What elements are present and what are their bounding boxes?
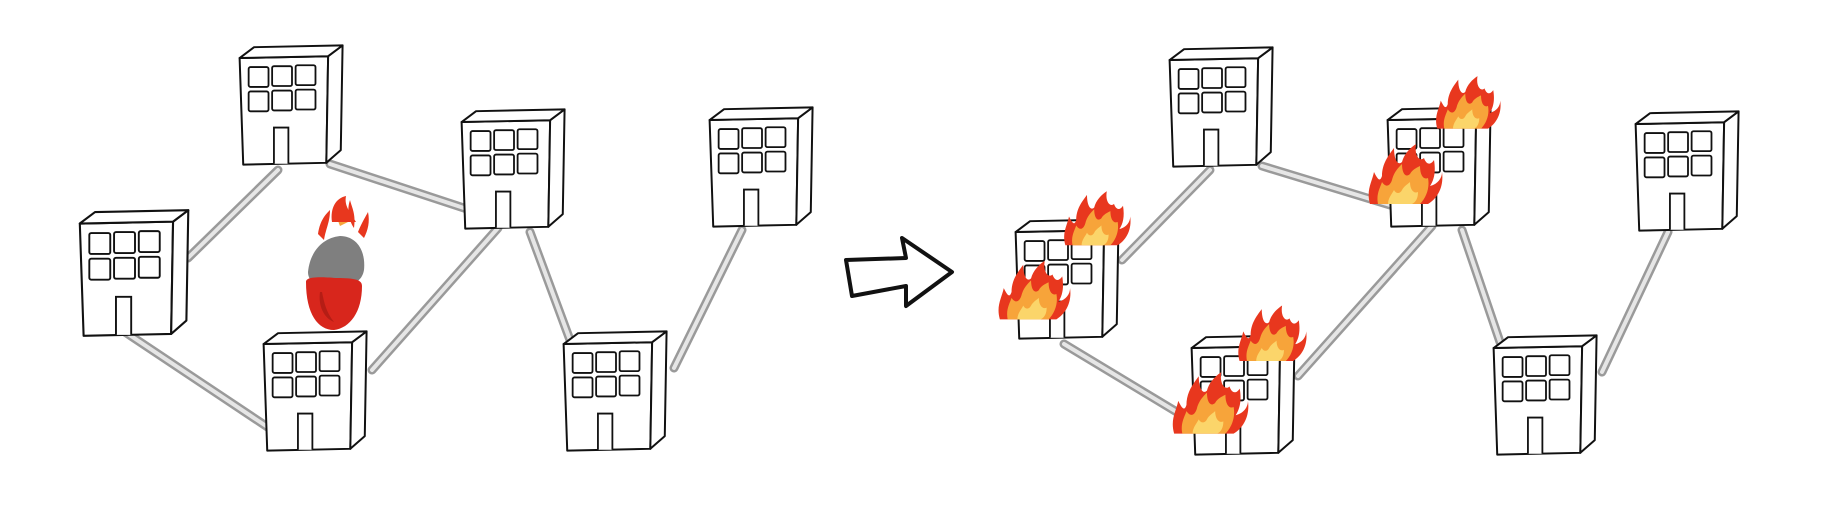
fire-icon [1436,76,1501,129]
building-b1 [80,210,188,336]
link-b3-b5 [1462,230,1500,342]
link-b2-b3 [330,164,470,210]
arrow-right-icon [846,238,952,306]
fire-icon [1064,191,1130,245]
link-b5-b6 [1602,232,1668,372]
panel-after [999,47,1739,454]
link-b3-b5 [530,232,570,340]
link-b1-b4 [125,332,272,430]
fire-bomb-icon [306,196,369,330]
link-b3-b4 [1298,226,1432,376]
link-b1-b2 [188,170,278,258]
building-b2 [240,45,343,164]
link-b1-b2 [1122,170,1210,260]
building-b2 [1170,47,1273,166]
building-b5 [710,107,813,226]
link-b1-b4 [1064,344,1190,420]
building-b5 [1636,111,1739,230]
building-b3 [462,109,565,228]
building-b6 [564,331,667,450]
fire-icon [1238,305,1306,361]
link-b3-b4 [372,228,498,370]
link-b5-b6 [674,230,742,368]
building-b4 [264,331,367,450]
panel-before [80,45,813,450]
building-b6 [1494,335,1597,454]
